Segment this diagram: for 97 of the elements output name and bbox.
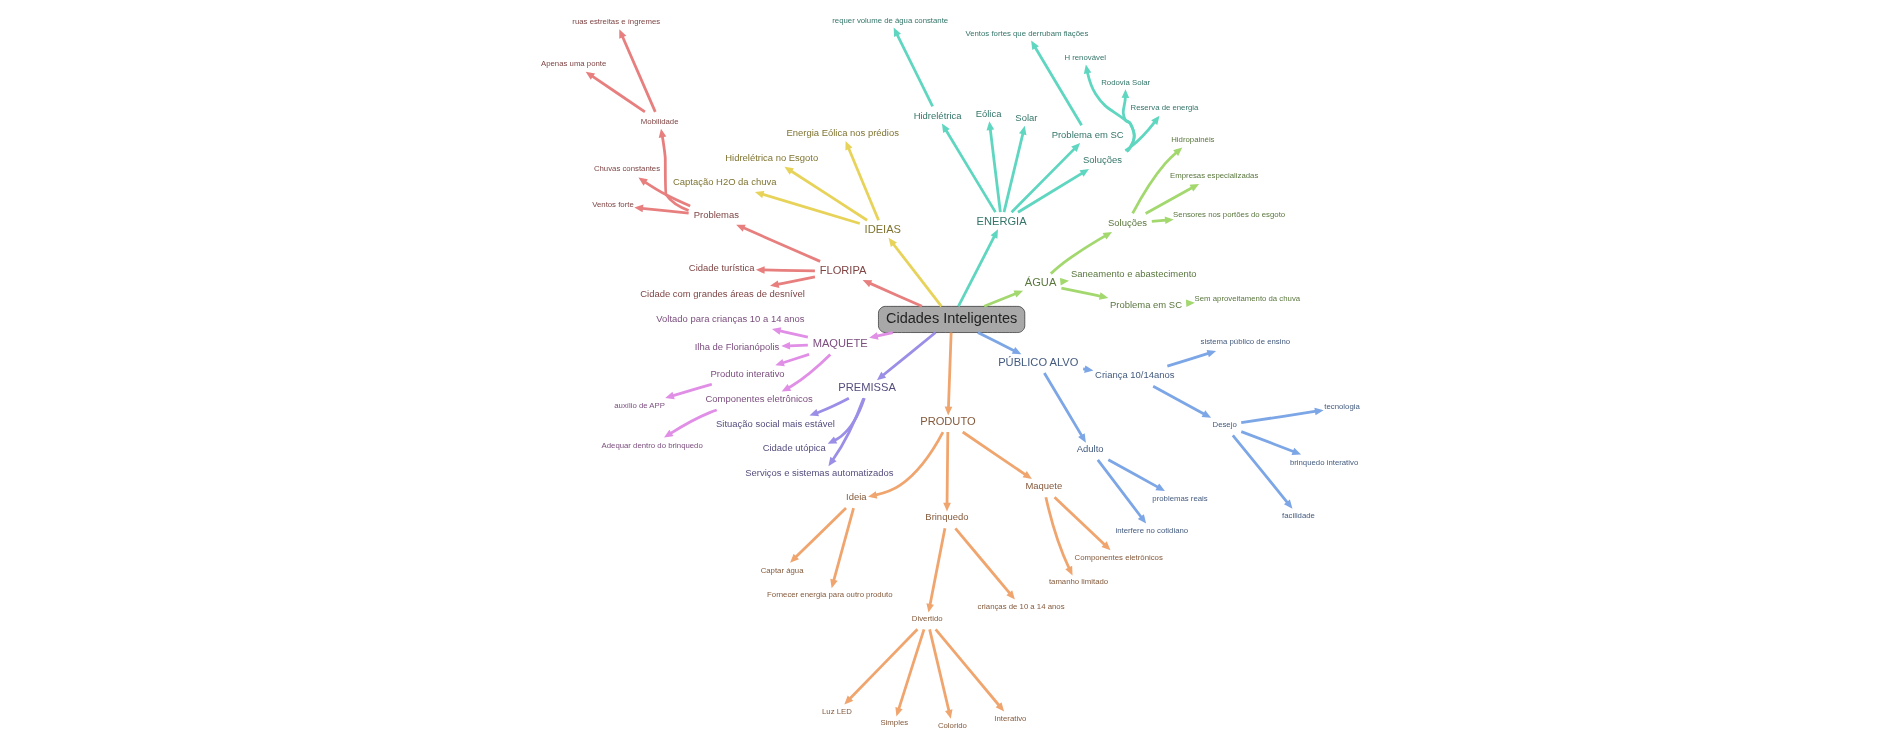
arrow [770, 275, 816, 288]
arrow [619, 29, 657, 113]
arrow [665, 382, 713, 400]
arrow [828, 397, 865, 467]
arrow [941, 123, 997, 213]
arrow [736, 224, 821, 263]
node-text: Problemas [693, 209, 739, 221]
node-text: Brinquedo [925, 511, 969, 523]
node-text: Cidade com grandes áreas de desnível [640, 288, 805, 300]
arrow [868, 431, 945, 499]
node-text: Cidade turística [688, 262, 755, 274]
arrow [771, 327, 809, 339]
arrow [1083, 64, 1136, 153]
arrow [1166, 349, 1217, 368]
arrow [986, 121, 1002, 213]
arrow [585, 71, 646, 114]
arrow [869, 331, 894, 340]
arrow [775, 353, 810, 367]
arrow [790, 507, 847, 563]
node-text: PÚBLICO ALVO [998, 355, 1079, 368]
node-text: Adulto [1076, 443, 1104, 455]
node-text: PREMISSA [838, 380, 896, 393]
arrow [1002, 125, 1027, 213]
arrow [664, 408, 718, 438]
node-text: Componentes eletrônicos [705, 393, 813, 405]
arrow [983, 290, 1024, 308]
node-text: Ilha de Florianópolis [694, 340, 780, 352]
arrow [1031, 40, 1083, 126]
arrow [1049, 231, 1113, 275]
node-text: Problema em SC [1051, 128, 1124, 140]
arrow [754, 190, 861, 225]
node-text: Solar [1015, 112, 1038, 124]
arrow [944, 332, 953, 416]
arrow [934, 628, 1005, 712]
arrow [888, 237, 943, 308]
arrow [1107, 458, 1165, 491]
arrow [961, 430, 1032, 480]
node-text: Eólica [975, 107, 1002, 119]
node-text: Hidrelétrica no Esgoto [725, 151, 819, 163]
arrow [1241, 407, 1324, 425]
arrow [876, 331, 937, 381]
arrow [1017, 168, 1089, 214]
arrow [1144, 183, 1200, 215]
arrow [1061, 286, 1109, 300]
arrow [638, 177, 691, 208]
arrow [943, 432, 951, 512]
node-text: Soluções [1108, 216, 1147, 228]
arrow [954, 527, 1015, 600]
arrow [827, 397, 866, 444]
node-text: Hidrelétrica [913, 109, 962, 121]
node-text: Cidade utópica [762, 442, 826, 454]
node-text: PRODUTO [920, 414, 976, 427]
arrow [893, 27, 934, 107]
arrow [926, 527, 947, 613]
node-text: Maquete [1025, 480, 1063, 492]
node-text: FLORIPA [819, 264, 867, 277]
node-text: Energia Eólica nos prédios [786, 127, 899, 139]
node-text: MAQUETE [812, 337, 868, 350]
node-text: Captação H2O da chuva [672, 176, 777, 188]
arrow [1043, 372, 1086, 443]
node-text: Serviços e sistemas automatizados [745, 466, 894, 478]
arrow [1124, 115, 1160, 152]
arrow [1053, 496, 1111, 551]
arrow [1231, 434, 1293, 509]
arrow [658, 128, 690, 212]
arrow [755, 266, 815, 274]
arrow [928, 629, 953, 719]
arrow [781, 353, 832, 392]
arrow [957, 229, 998, 307]
node-box: Cidades Inteligentes [878, 306, 1026, 333]
arrow [977, 331, 1022, 355]
arrow [895, 628, 926, 717]
node-text: Problema em SC [1110, 299, 1182, 311]
arrow [1240, 430, 1302, 455]
arrow [809, 397, 850, 417]
node-text: ENERGIA [976, 215, 1027, 228]
arrow [845, 140, 880, 221]
arrow [1010, 143, 1081, 214]
arrow [781, 341, 808, 350]
node-text: Situação social mais estável [716, 417, 835, 429]
node-text: Produto interativo [710, 367, 785, 379]
arrow [830, 507, 855, 589]
arrow [634, 204, 689, 215]
node-text: IDEIAS [864, 223, 902, 236]
arrow [1096, 459, 1147, 524]
node-text: Saneamento e abastecimento [1070, 267, 1197, 279]
arrow [1131, 147, 1183, 215]
node-text: ÁGUA [1024, 276, 1057, 289]
node-text: Soluções [1083, 153, 1122, 165]
arrow [1044, 496, 1073, 576]
arrow [784, 166, 868, 222]
node-text: Voltado para crianças 10 a 14 anos [656, 313, 805, 325]
arrow [862, 280, 923, 308]
node-text: Ideia [846, 491, 867, 503]
arrow [844, 628, 919, 705]
node-text: Criança 10/14anos [1095, 369, 1175, 381]
arrow [1152, 384, 1212, 418]
